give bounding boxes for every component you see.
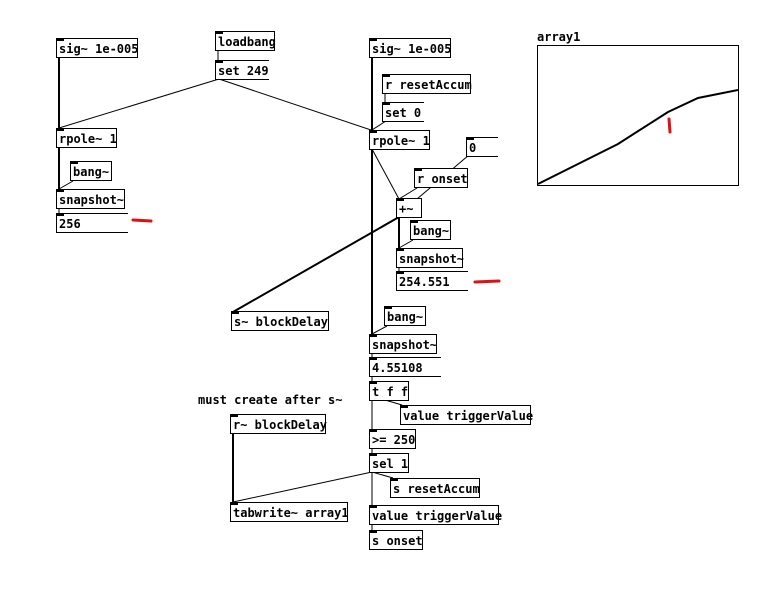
connection: [398, 239, 414, 249]
number-box-zero[interactable]: 0: [466, 137, 498, 157]
number-box-mid[interactable]: 254.551: [396, 271, 468, 291]
r-blockdelay-object[interactable]: r~ blockDelay: [230, 414, 327, 434]
connection: [58, 78, 220, 129]
connection: [371, 325, 388, 335]
s-onset-object[interactable]: s onset: [369, 530, 423, 550]
s-resetaccum-object[interactable]: s resetAccum: [390, 478, 480, 498]
connection: [232, 216, 400, 313]
sig-right-object[interactable]: sig~ 1e-005: [369, 38, 451, 58]
greater-equal-object[interactable]: >= 250: [369, 429, 416, 449]
trigger-object[interactable]: t f f: [369, 381, 409, 401]
bang-mid-object[interactable]: bang~: [410, 220, 451, 240]
bang-right-object[interactable]: bang~: [384, 306, 426, 326]
red-mark: [131, 218, 153, 223]
set-0-message[interactable]: set 0: [382, 102, 424, 122]
number-box-right[interactable]: 4.55108: [369, 357, 441, 377]
rpole-left-object[interactable]: rpole~ 1: [56, 128, 117, 148]
sel-object[interactable]: sel 1: [369, 453, 409, 473]
connection: [58, 180, 74, 190]
r-onset-object[interactable]: r onset: [414, 168, 468, 188]
array-data-line: [538, 89, 738, 185]
value-triggervalue-object-2[interactable]: value triggerValue: [369, 505, 502, 525]
loadbang-object[interactable]: loadbang: [215, 31, 276, 51]
set-0-label: set 0: [385, 106, 422, 120]
rpole-right-object[interactable]: rpole~ 1: [369, 130, 430, 150]
r-resetaccum-object[interactable]: r resetAccum: [382, 74, 472, 94]
array-graph[interactable]: [537, 45, 739, 186]
snapshot-left-object[interactable]: snapshot~: [56, 189, 125, 209]
array-label: array1: [537, 30, 581, 44]
red-mark: [473, 279, 501, 284]
connection: [371, 471, 394, 479]
bang-left-object[interactable]: bang~: [70, 161, 112, 181]
set-249-message[interactable]: set 249: [215, 60, 269, 80]
tabwrite-object[interactable]: tabwrite~ array1: [230, 502, 349, 522]
patch-comment: must create after s~: [198, 393, 343, 407]
connection: [371, 120, 387, 131]
connection: [218, 78, 372, 131]
sig-left-object[interactable]: sig~ 1e-005: [56, 38, 138, 58]
s-blockdelay-object[interactable]: s~ blockDelay: [231, 311, 329, 331]
array-plot: [538, 89, 738, 185]
connection: [371, 148, 400, 200]
red-mark: [667, 117, 672, 134]
snapshot-mid-object[interactable]: snapshot~: [396, 248, 464, 268]
number-box-left[interactable]: 256: [56, 213, 128, 233]
add-tilde-object[interactable]: +~: [396, 198, 422, 218]
snapshot-right-object[interactable]: snapshot~: [369, 334, 437, 354]
connection: [232, 471, 373, 503]
value-triggervalue-object[interactable]: value triggerValue: [400, 405, 533, 425]
connection: [398, 187, 418, 200]
